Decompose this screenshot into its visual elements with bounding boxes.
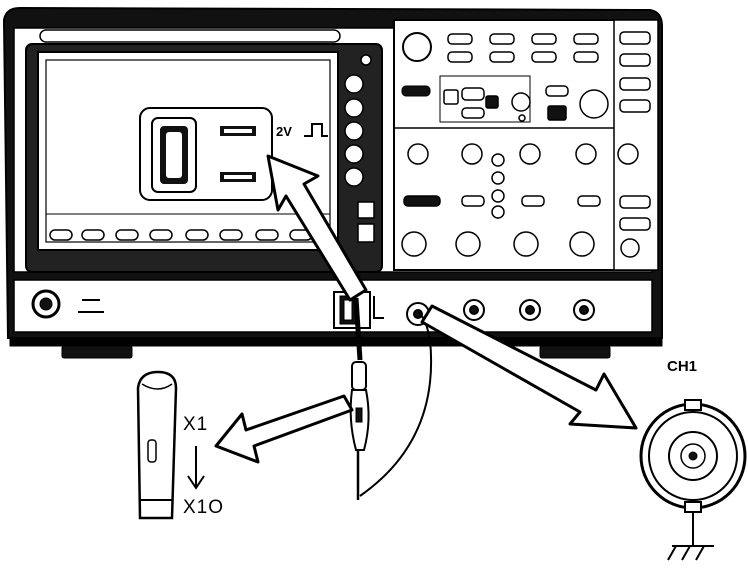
down-arrow-icon (187, 446, 205, 490)
trigger-controls (617, 143, 651, 258)
run-controls (439, 75, 609, 123)
side-menu-keys (344, 54, 375, 243)
display-bezel (25, 43, 383, 273)
control-panel (393, 19, 659, 271)
attenuation-x1-label: X1 (183, 414, 209, 435)
probe-menu-popup (139, 107, 273, 201)
probe (349, 297, 433, 500)
probe-switch-closeup (136, 370, 178, 520)
square-wave-icon (304, 123, 328, 137)
bnc-connector-icon (639, 399, 747, 513)
oscilloscope-feet (61, 345, 611, 359)
channel-label: CH1 (667, 358, 698, 375)
arrow-to-ch1 (420, 304, 638, 430)
ground-icon (667, 512, 714, 561)
vertical-controls (401, 143, 601, 257)
bottom-menu-keys (46, 213, 330, 241)
attenuation-x10-label: X1O (183, 497, 225, 518)
arrow-to-screen (266, 154, 368, 302)
arrow-to-switch (214, 394, 354, 464)
function-buttons (447, 31, 651, 113)
probe-signal-voltage-label: 2V (276, 124, 292, 139)
